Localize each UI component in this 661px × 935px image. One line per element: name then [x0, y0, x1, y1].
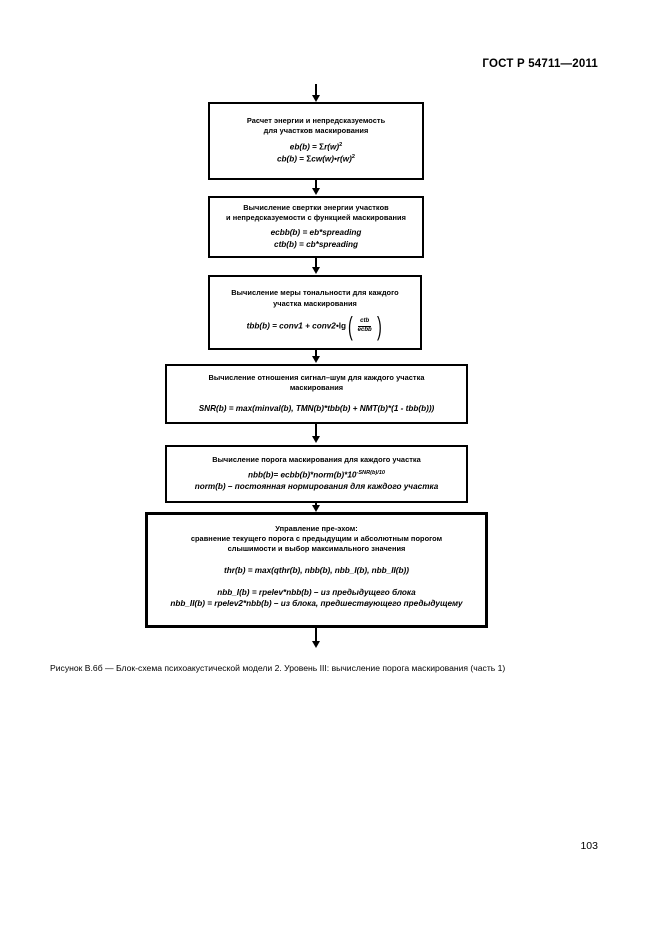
connector-entry-line — [315, 84, 317, 98]
formula-equals: = — [312, 142, 317, 152]
fraction-denominator: ecbb — [357, 327, 372, 334]
formula-lhs: eb(b) — [289, 142, 310, 152]
node-title-line: Управление пре-эхом: — [275, 524, 358, 533]
node-formula-line-1: ecbb(b) = eb*spreading — [271, 227, 362, 239]
node-formula-line-2: cb(b) = Σcw(w)•r(w)2 — [277, 153, 355, 166]
formula-body: r(w) — [324, 142, 340, 152]
formula-note: – из блока, предшествующего предыдущему — [271, 599, 463, 609]
connector-line-1-2 — [315, 180, 317, 190]
node-title-line: участка маскирования — [273, 298, 357, 308]
node-formula-line-1: eb(b) = Σr(w)2 — [290, 141, 342, 154]
connector-exit-arrowhead — [311, 641, 320, 648]
node-formula-line-2: ctb(b) = cb*spreading — [274, 239, 358, 251]
connector-line-4-5 — [315, 424, 317, 438]
formula-sum-symbol: Σ — [306, 154, 312, 164]
figure-caption: Рисунок В.6б — Блок-схема психоакустичес… — [50, 663, 506, 673]
node-formula-nbb-1: nbb_I(b) = rpelev*nbb(b) – из предыдущег… — [217, 587, 416, 599]
fraction-numerator: ctb — [358, 318, 372, 327]
page-number: 103 — [580, 840, 598, 852]
connector-arrowhead-1-2 — [311, 188, 320, 195]
flow-node-signal-to-noise-ratio: Вычисление отношения сигнал–шум для кажд… — [165, 364, 468, 424]
formula-lhs: tbb(b) = conv1 + conv2• — [246, 321, 339, 331]
formula-lhs: ecbb(b) — [270, 228, 301, 238]
connector-arrowhead-5-6 — [311, 505, 320, 512]
formula-lhs: nbb(b) — [247, 470, 274, 480]
formula-exponent: 2 — [351, 154, 356, 161]
node-formula-thr: thr(b) = max(qthr(b), nbb(b), nbb_I(b), … — [224, 565, 409, 577]
connector-line-2-3 — [315, 258, 317, 269]
formula-rhs: = cb*spreading — [299, 240, 358, 250]
node-formula-snr: SNR(b) = max(minval(b), TMN(b)*tbb(b) + … — [198, 404, 435, 414]
formula-lhs: nbb_I(b) — [217, 587, 250, 597]
formula-lhs: thr(b) — [224, 565, 246, 575]
flow-node-convolution-spreading: Вычисление свертки энергии участков и не… — [208, 196, 424, 258]
formula-exponent: 2 — [339, 141, 343, 148]
formula-note: – из предыдущего блока — [311, 587, 416, 597]
connector-entry-arrowhead — [311, 95, 320, 102]
node-title-line: Вычисление порога маскирования для каждо… — [212, 454, 421, 464]
connector-arrowhead-4-5 — [311, 436, 320, 443]
connector-line-3-4 — [315, 350, 317, 357]
formula-equals: = — [299, 154, 305, 164]
connector-arrowhead-2-3 — [311, 267, 320, 274]
formula-rhs: = eb*spreading — [302, 228, 362, 238]
node-title-line: Вычисление отношения сигнал–шум для кажд… — [208, 372, 425, 382]
formula-lhs: cb(b) — [276, 154, 297, 164]
formula-rhs: = rpelev2*nbb(b) — [207, 599, 272, 609]
node-title-line: Вычисление меры тональности для каждого — [231, 288, 399, 298]
node-title-line: и непредсказуемости с функцией маскирова… — [226, 213, 406, 223]
formula-body: cw(w)•r(w) — [311, 154, 352, 164]
flow-node-energy-unpredictability: Расчет энергии и непредсказуемость для у… — [208, 102, 424, 180]
document-header-standard-number: ГОСТ Р 54711—2011 — [482, 58, 598, 70]
node-note-norm: norm(b) – постоянная нормирования для ка… — [194, 482, 439, 492]
formula-rhs: = max(qthr(b), nbb(b), nbb_I(b), nbb_II(… — [247, 565, 409, 575]
formula-lhs: ctb(b) — [274, 240, 297, 250]
formula-rhs: = ecbb(b)*norm(b)*10 — [273, 470, 357, 480]
formula-log-operator: lg — [338, 321, 346, 331]
formula-rhs: = rpelev*nbb(b) — [251, 587, 312, 597]
formula-exponent: -SNR(b)/10 — [356, 469, 386, 476]
flow-node-tonality-measure: Вычисление меры тональности для каждого … — [208, 275, 422, 350]
connector-exit-line — [315, 628, 317, 645]
left-parenthesis: ( — [347, 310, 353, 341]
flow-node-masking-threshold: Вычисление порога маскирования для каждо… — [165, 445, 468, 503]
node-title-line: Вычисление свертки энергии участков — [243, 202, 389, 212]
formula-sum-symbol: Σ — [319, 142, 325, 152]
connector-arrowhead-3-4 — [311, 356, 320, 363]
node-title-line: Расчет энергии и непредсказуемость — [246, 116, 386, 126]
flow-node-pre-echo-control: Управление пре-эхом: сравнение текущего … — [145, 512, 488, 628]
node-formula-nbb-2: nbb_II(b) = rpelev2*nbb(b) – из блока, п… — [170, 598, 462, 610]
node-title-line: слышимости и выбор максимального значени… — [227, 544, 406, 554]
node-formula-masking-threshold: nbb(b)= ecbb(b)*norm(b)*10-SNR(b)/10 — [248, 469, 385, 482]
node-title-line: для участков маскирования — [263, 126, 369, 136]
flowchart-diagram: Расчет энергии и непредсказуемость для у… — [145, 84, 488, 648]
formula-lhs: nbb_II(b) — [170, 599, 205, 609]
node-title-line: маскирования — [289, 383, 344, 393]
node-title-line: сравнение текущего порога с предыдущим и… — [190, 534, 443, 544]
right-parenthesis: ) — [376, 310, 382, 341]
